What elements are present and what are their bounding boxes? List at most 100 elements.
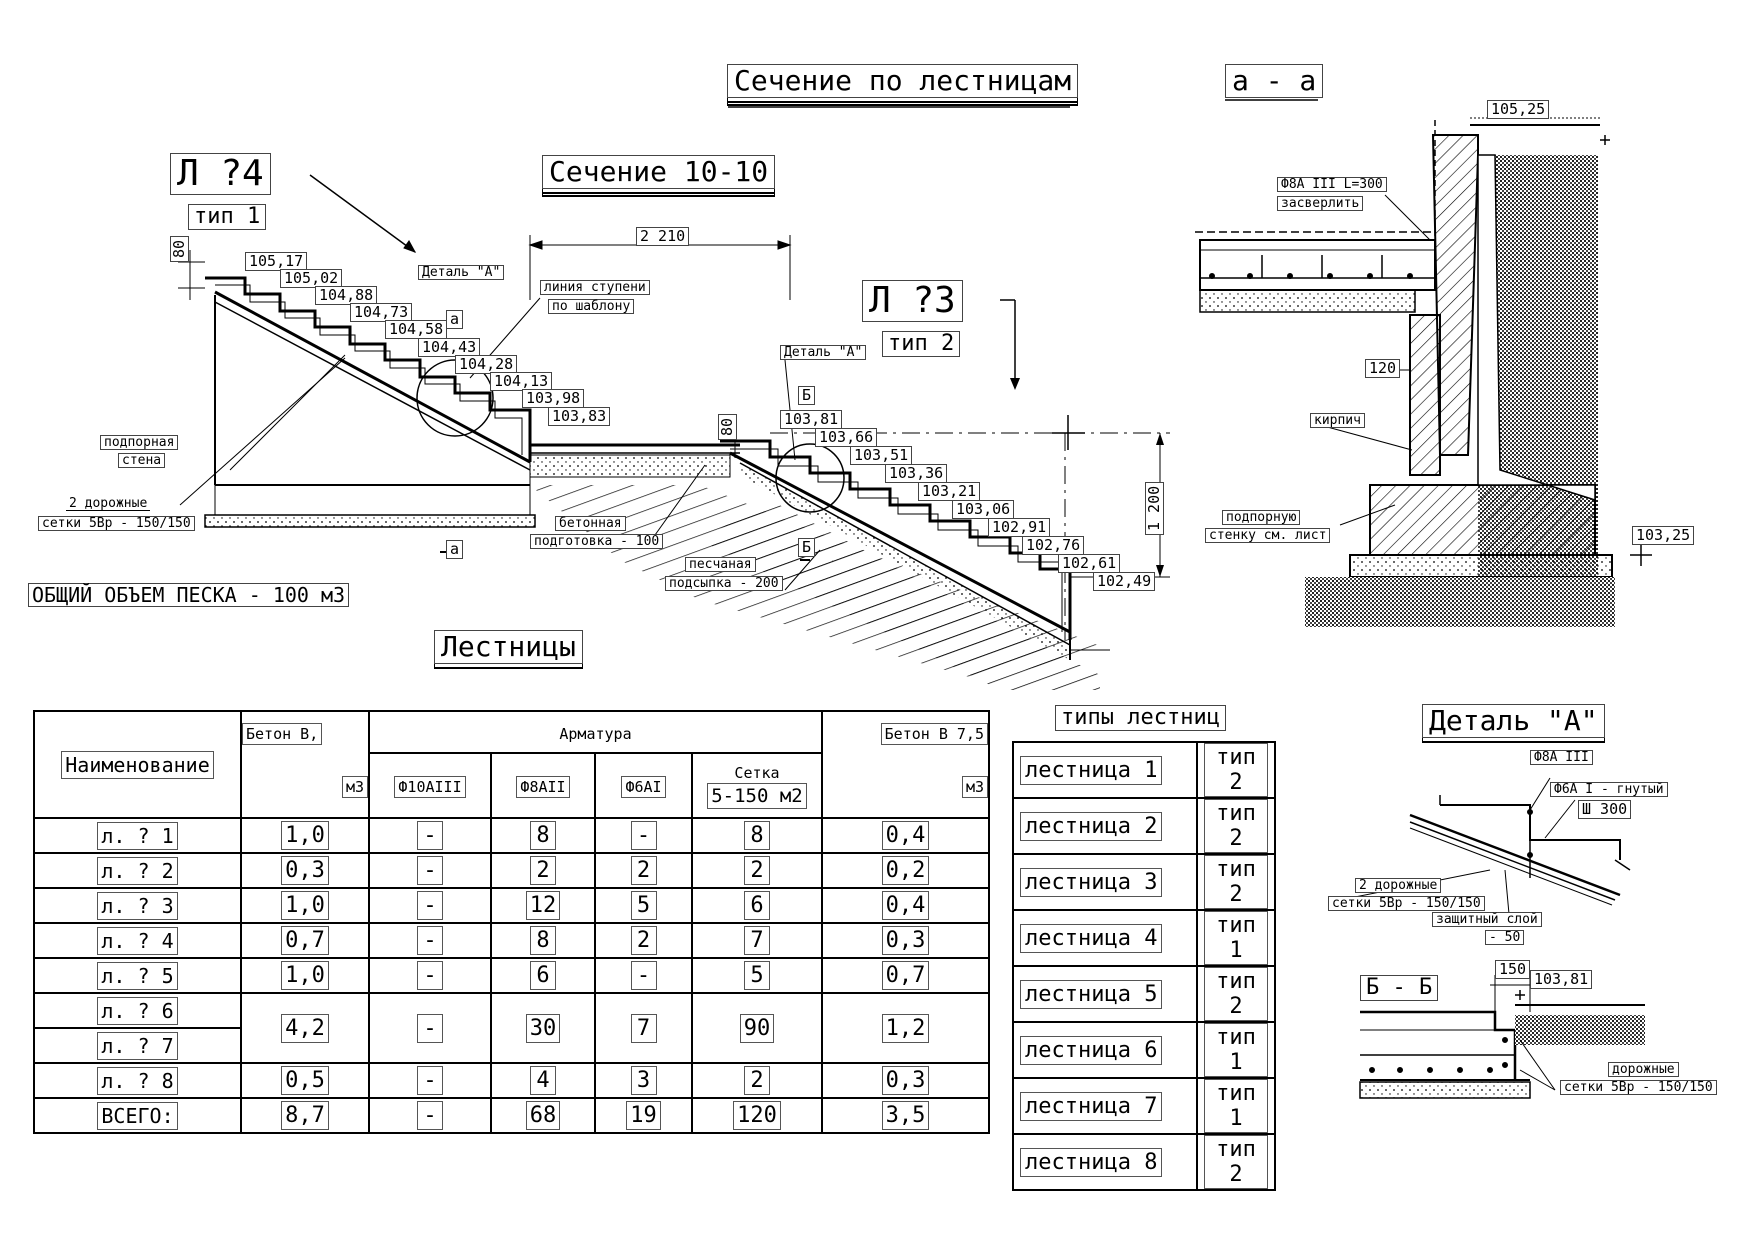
- det-cover-label-1: защитный слой: [1432, 912, 1542, 927]
- row-concrete: 4,2: [281, 1013, 329, 1043]
- row-f10: -: [417, 926, 443, 955]
- level-left-4: 104,73: [350, 303, 413, 322]
- row-concrete: 1,0: [281, 961, 329, 990]
- level-left-2: 105,02: [280, 269, 343, 288]
- aa-level-bottom: 103,25: [1632, 526, 1695, 545]
- stair-name: лестница 5: [1020, 979, 1163, 1009]
- materials-table: Наименование Бетон В, Арматура Бетон В 7…: [33, 710, 990, 1134]
- row-concrete-b75-cell: 1,2: [821, 992, 990, 1064]
- level-right-1: 103,81: [780, 410, 843, 429]
- stair-type-cell: тип 2: [1196, 1133, 1276, 1191]
- row-f6: 5: [630, 891, 657, 920]
- row-f6-cell: 5: [594, 887, 693, 924]
- row-concrete-b75: 0,7: [881, 961, 930, 990]
- stair-type-row: лестница 3 тип 2: [1012, 853, 1276, 911]
- sand-bed-label-1: песчаная: [685, 557, 756, 572]
- row-f8-cell: 8: [490, 817, 596, 854]
- stair-type: тип 2: [1204, 967, 1268, 1021]
- header-f10: Ф10АIII: [394, 776, 466, 798]
- dim-2210: 2 210: [636, 227, 690, 246]
- row-f8-cell: 12: [490, 887, 596, 924]
- retaining-wall-label-1: подпорная: [100, 435, 179, 450]
- section-aa-title: а - а: [1225, 64, 1324, 98]
- det-rebar-label-1: Ф8А III: [1530, 750, 1593, 765]
- stair-l4-drawing: [178, 174, 740, 553]
- aa-rebar-label-1: Ф8А III L=300: [1277, 177, 1387, 192]
- row-mesh-cell: 6: [691, 887, 823, 924]
- section-bb-drawing: [1359, 975, 1645, 1099]
- row-mesh-cell: 90: [691, 992, 823, 1064]
- header-name: Наименование: [61, 750, 214, 779]
- row-mesh: 8: [744, 821, 770, 850]
- marker-a-top: а: [446, 310, 464, 329]
- stair-type-row: лестница 8 тип 2: [1012, 1133, 1276, 1191]
- row-name: ВСЕГО:: [97, 1101, 178, 1130]
- bb-mesh-label-2: сетки 5Вр - 150/150: [1560, 1080, 1717, 1095]
- stair-name: лестница 8: [1020, 1147, 1163, 1177]
- bb-mesh-label-1: дорожные: [1608, 1062, 1679, 1077]
- row-concrete-b75-cell: 0,7: [821, 957, 990, 994]
- row-f10-cell: -: [368, 887, 492, 924]
- header-concrete-b75: Бетон В 7,5: [880, 723, 988, 745]
- stair-name-cell: лестница 1: [1012, 741, 1198, 799]
- row-concrete: 0,3: [281, 856, 329, 885]
- level-left-5: 104,58: [385, 320, 448, 339]
- stair-l4-type: тип 1: [188, 204, 267, 230]
- row-f8-cell: 8: [490, 922, 596, 959]
- row-f6-cell: 2: [594, 852, 693, 889]
- row-concrete-b75: 1,2: [881, 1013, 930, 1043]
- row-concrete-cell: 4,2: [240, 992, 370, 1064]
- row-f10-cell: -: [368, 1097, 492, 1134]
- row-f6: -: [630, 961, 657, 990]
- section-aa-drawing: [1195, 117, 1652, 627]
- stair-type-cell: тип 2: [1196, 965, 1276, 1023]
- aa-dim-120: 120: [1365, 359, 1401, 378]
- stair-type: тип 1: [1204, 1023, 1268, 1077]
- stair-name-cell: лестница 2: [1012, 797, 1198, 855]
- level-right-10: 102,49: [1093, 572, 1156, 591]
- row-mesh: 2: [744, 1066, 770, 1095]
- row-concrete-b75-cell: 0,3: [821, 1062, 990, 1099]
- row-f6-cell: 2: [594, 922, 693, 959]
- stair-type-cell: тип 2: [1196, 797, 1276, 855]
- stair-type-cell: тип 2: [1196, 853, 1276, 911]
- row-name: л. ? 7: [97, 1031, 178, 1060]
- detail-a-ref-right: Деталь "А": [780, 345, 867, 360]
- row-f8: 68: [525, 1101, 561, 1130]
- row-f6-cell: 3: [594, 1062, 693, 1099]
- row-f10: -: [417, 821, 443, 850]
- stair-name: лестница 3: [1020, 867, 1163, 897]
- row-concrete-b75-cell: 0,4: [821, 887, 990, 924]
- row-f10: -: [417, 891, 443, 920]
- level-left-9: 103,98: [522, 389, 585, 408]
- row-concrete-cell: 0,7: [240, 922, 370, 959]
- level-left-6: 104,43: [418, 338, 481, 357]
- row-mesh-cell: 2: [691, 852, 823, 889]
- row-f8: 6: [530, 961, 556, 990]
- stair-name: лестница 7: [1020, 1091, 1163, 1121]
- row-name-cell: л. ? 6: [33, 992, 242, 1029]
- level-right-4: 103,36: [885, 464, 948, 483]
- det-spacing-label: Ш 300: [1578, 800, 1632, 819]
- row-f10-cell: -: [368, 992, 492, 1064]
- row-f8-cell: 30: [490, 992, 596, 1064]
- row-f10: -: [417, 856, 443, 885]
- dim-80-left: 80: [170, 235, 189, 262]
- sand-bed-label-2: подсыпка - 200: [665, 576, 783, 591]
- row-concrete-b75: 0,4: [881, 821, 930, 850]
- row-f6: 2: [630, 926, 657, 955]
- row-f6: 19: [626, 1101, 661, 1130]
- detail-a-title: Деталь "А": [1422, 704, 1605, 738]
- aa-wall-ref-label-2: стенку см. лист: [1205, 528, 1331, 543]
- row-mesh: 6: [744, 891, 770, 920]
- header-rebar-cell: Арматура: [368, 710, 823, 754]
- stair-type-cell: тип 1: [1196, 1077, 1276, 1135]
- header-rebar: Арматура: [559, 724, 632, 743]
- level-left-1: 105,17: [245, 252, 308, 271]
